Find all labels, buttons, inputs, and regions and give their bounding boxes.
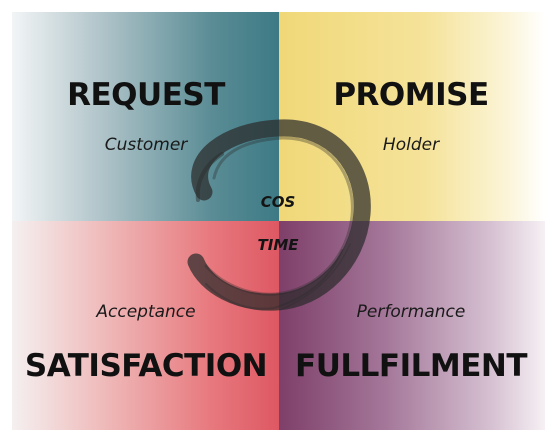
center-label-cos: COS (260, 193, 296, 211)
promise-title: PROMISE (333, 77, 489, 113)
fulfilment-title: FULLFILMENT (295, 348, 527, 384)
promise-quadrant (279, 12, 545, 221)
satisfaction-role: Acceptance (96, 302, 196, 322)
satisfaction-title: SATISFACTION (24, 348, 268, 384)
request-title: REQUEST (67, 77, 225, 113)
satisfaction-quadrant (12, 221, 279, 430)
fulfilment-quadrant (279, 221, 545, 430)
center-label-time: TIME (257, 236, 299, 254)
promise-role: Holder (382, 135, 440, 155)
request-quadrant (12, 12, 279, 221)
request-role: Customer (104, 135, 188, 155)
fulfilment-role: Performance (356, 302, 466, 322)
